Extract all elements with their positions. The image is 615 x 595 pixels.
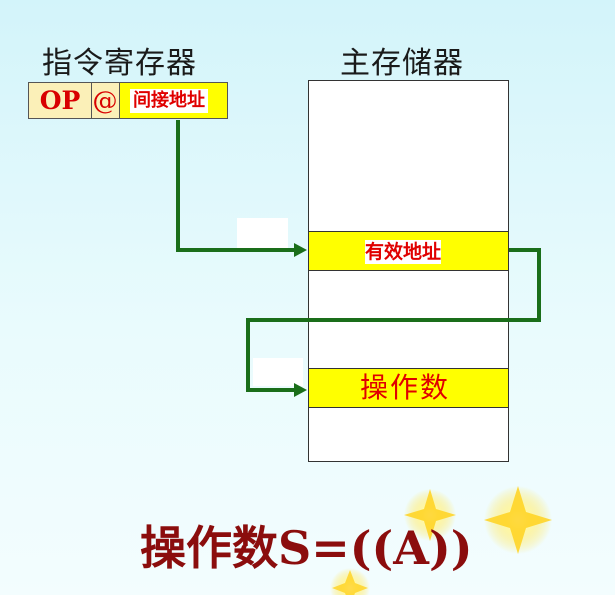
sparkle-star-icon-2 bbox=[484, 486, 552, 554]
sparkle-star-icon-1 bbox=[404, 489, 456, 541]
address-field: 间接地址 bbox=[120, 83, 227, 118]
address-field-label: 间接地址 bbox=[130, 89, 208, 113]
indirect-flag-field: @ bbox=[91, 83, 120, 118]
indirect-arrow-1 bbox=[176, 120, 296, 252]
main-memory-title: 主存储器 bbox=[340, 46, 464, 81]
operand-cell bbox=[308, 368, 509, 408]
instruction-register: OP @ 间接地址 bbox=[28, 82, 228, 119]
operand-label: 操作数 bbox=[360, 371, 451, 404]
effective-address-label: 有效地址 bbox=[365, 240, 442, 264]
arrow-head-1 bbox=[294, 243, 307, 257]
indirect-arrow-2 bbox=[246, 248, 541, 392]
sparkle-star-icon-3 bbox=[330, 568, 370, 595]
instruction-register-title: 指令寄存器 bbox=[42, 46, 197, 81]
arrow-label-patch-1 bbox=[237, 218, 288, 248]
arrow-label-patch-2 bbox=[253, 358, 303, 386]
arrow-head-2 bbox=[294, 383, 307, 397]
opcode-field: OP bbox=[29, 83, 92, 118]
operand-formula: 操作数S=((A)) bbox=[140, 521, 473, 575]
